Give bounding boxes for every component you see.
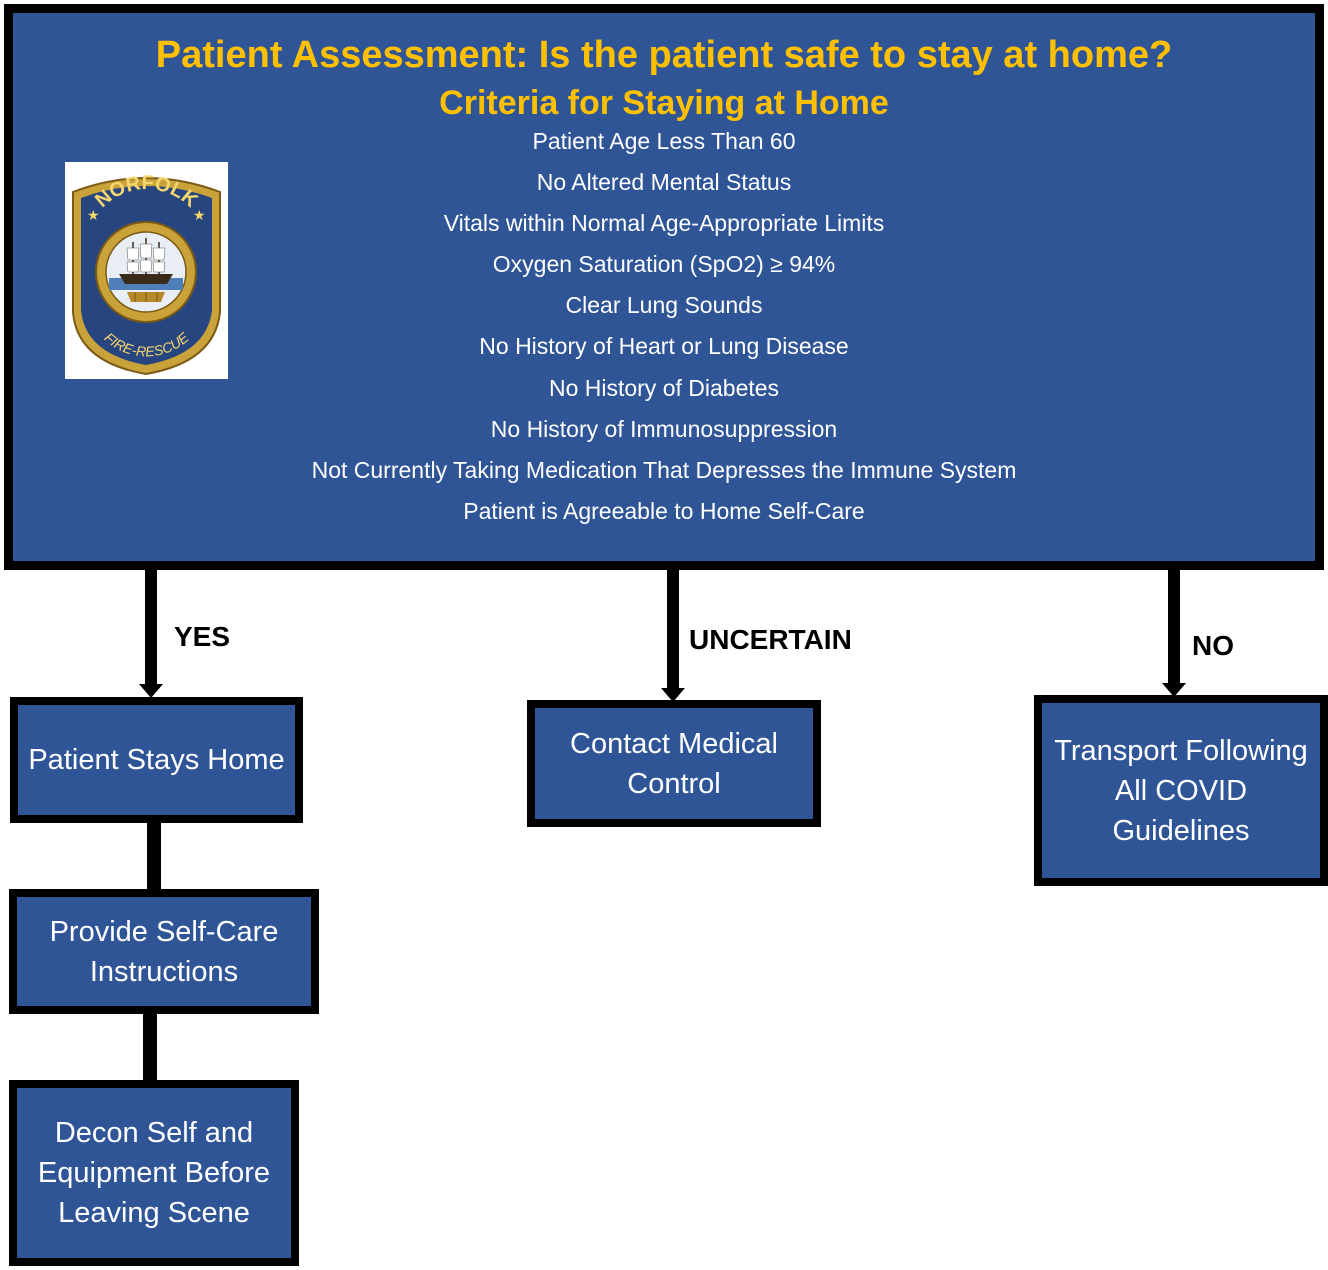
criteria-subtitle: Criteria for Staying at Home <box>439 84 889 122</box>
node-provide-self-care: Provide Self-Care Instructions <box>9 889 319 1014</box>
criterion-age: Patient Age Less Than 60 <box>532 128 796 154</box>
node-contact-medical-control: Contact Medical Control <box>527 700 821 827</box>
norfolk-fire-rescue-logo: ★ ★ NORFOLK FIRE-RESCUE <box>65 162 228 379</box>
assessment-title: Patient Assessment: Is the patient safe … <box>155 34 1173 76</box>
criterion-heart-lung: No History of Heart or Lung Disease <box>479 333 849 360</box>
criterion-vitals: Vitals within Normal Age-Appropriate Lim… <box>443 210 885 237</box>
node-contact-medical-control-text: Contact Medical Control <box>570 727 778 800</box>
uncertain-connector-line <box>667 569 679 689</box>
criterion-oxygen: Oxygen Saturation (SpO2) ≥ 94% <box>492 251 836 278</box>
criterion-diabetes: No History of Diabetes <box>548 374 780 401</box>
yes-label: YES <box>174 621 231 652</box>
stays-home-to-self-care-line <box>147 822 161 891</box>
node-patient-stays-home: Patient Stays Home <box>10 697 303 823</box>
criterion-lung-sounds: Clear Lung Sounds <box>565 292 763 319</box>
uncertain-arrowhead <box>661 688 685 702</box>
svg-text:★: ★ <box>87 208 100 224</box>
node-patient-stays-home-text: Patient Stays Home <box>28 744 285 776</box>
uncertain-label: UNCERTAIN <box>689 624 852 655</box>
criteria-list: Patient Age Less Than 60 No Altered Ment… <box>13 121 1315 532</box>
assessment-box: Patient Assessment: Is the patient safe … <box>4 4 1324 570</box>
criterion-immunosuppression: No History of Immunosuppression <box>490 415 838 442</box>
node-transport: Transport Following All COVID Guidelines <box>1034 695 1328 886</box>
node-decon-text: Decon Self and Equipment Before Leaving … <box>37 1117 271 1229</box>
no-arrowhead <box>1162 683 1186 697</box>
self-care-to-decon-line <box>143 1013 157 1082</box>
node-transport-text: Transport Following All COVID Guidelines <box>1054 734 1308 847</box>
criterion-mental-status: No Altered Mental Status <box>536 169 792 196</box>
badge-icon: ★ ★ NORFOLK FIRE-RESCUE <box>72 172 221 376</box>
svg-text:★: ★ <box>193 208 206 224</box>
no-label: NO <box>1192 630 1234 661</box>
no-connector-line <box>1168 569 1180 684</box>
criterion-agreeable: Patient is Agreeable to Home Self-Care <box>463 497 865 524</box>
node-provide-self-care-text: Provide Self-Care Instructions <box>49 915 279 988</box>
yes-connector-line <box>145 569 157 685</box>
criterion-medication: Not Currently Taking Medication That Dep… <box>311 456 1017 483</box>
yes-arrowhead <box>139 684 163 698</box>
node-decon: Decon Self and Equipment Before Leaving … <box>9 1080 299 1266</box>
